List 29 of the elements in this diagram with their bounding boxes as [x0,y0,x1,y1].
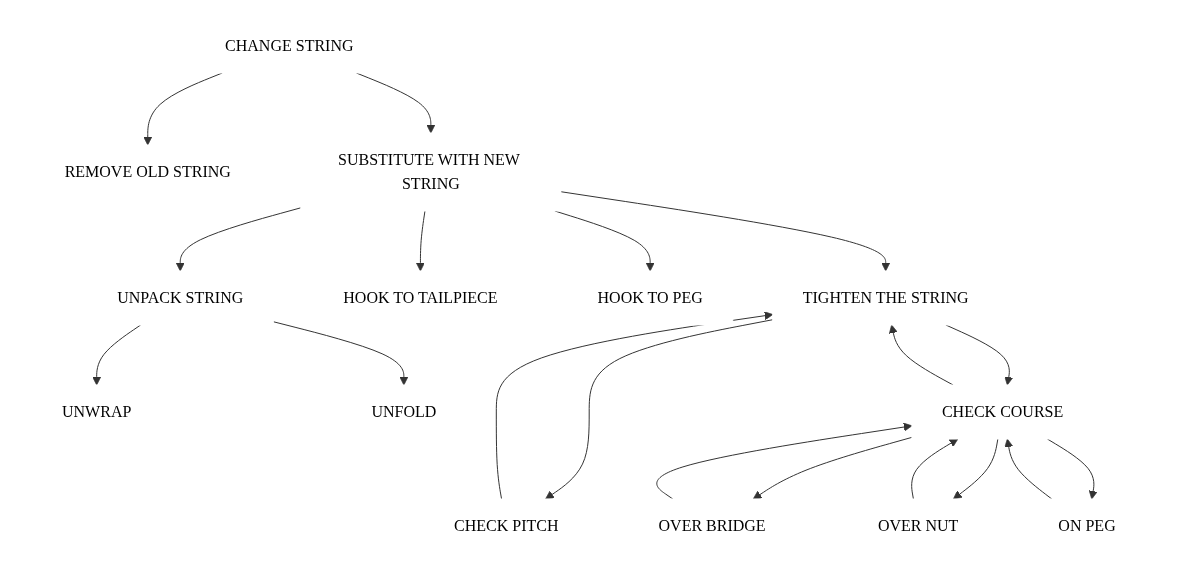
arrow [1004,438,1053,499]
arrow [176,206,302,271]
arrow [656,422,913,499]
node-text: SUBSTITUTE WITH NEW STRING [338,150,520,192]
node-text: CHANGE STRING [225,36,354,54]
node-text: TIGHTEN THE STRING [802,288,969,306]
arrow [92,324,142,385]
arrow [416,210,426,271]
arrow [560,190,891,271]
node-text: OVER NUT [878,516,959,534]
node-text: HOOK TO TAILPIECE [343,288,498,306]
node-text: OVER BRIDGE [658,516,766,534]
node-text: CHECK PITCH [454,516,559,534]
arrow [545,318,774,499]
node-text: CHECK COURSE [942,402,1064,420]
node-text: UNPACK STRING [117,288,244,306]
arrow [1046,438,1098,499]
arrow [953,438,999,499]
node-text: UNWRAP [62,402,132,420]
arrow [753,436,913,499]
arrow [143,72,223,145]
node-text: UNFOLD [371,402,437,420]
arrow [911,438,959,499]
node-text: REMOVE OLD STRING [64,162,231,180]
arrow [272,320,409,385]
arrow [356,72,436,133]
node-text: ON PEG [1058,516,1116,534]
arrow [945,324,1014,385]
arrow [495,310,774,499]
